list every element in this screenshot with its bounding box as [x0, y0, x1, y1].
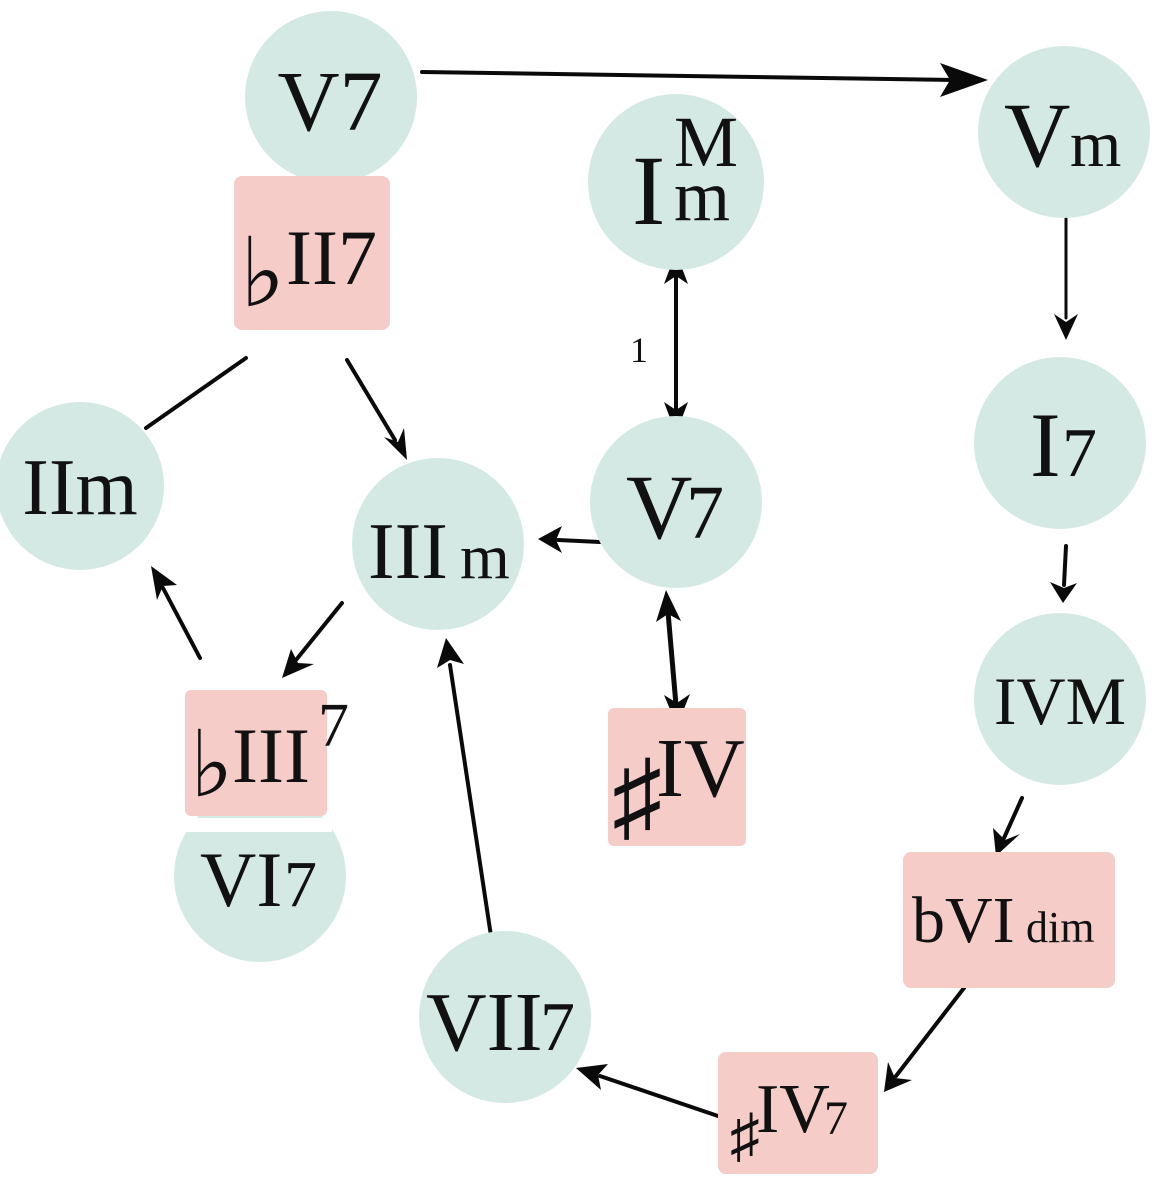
- node-vi7[interactable]: VI 7: [174, 790, 346, 962]
- node-vi7-suffix: 7: [284, 848, 317, 921]
- node-flat-iii7-accidental: ♭: [190, 714, 233, 816]
- node-vii7[interactable]: VII 7: [419, 931, 591, 1103]
- node-vii7-main: VII: [426, 976, 543, 1069]
- edge-v7-to-vm: [420, 63, 988, 97]
- node-vm-suffix: m: [1070, 108, 1121, 181]
- node-v7-mid-suffix: 7: [686, 471, 724, 555]
- edge-biii7-to-iim: [151, 566, 202, 660]
- node-v7-top[interactable]: V7: [245, 11, 417, 183]
- edge-i7-to-ivm: [1050, 544, 1077, 603]
- node-i-sup: M: [674, 102, 738, 182]
- node-sharp-iv7-accidental: ♯: [730, 1103, 760, 1169]
- node-iiim-main: III: [368, 508, 448, 596]
- node-sharp-iv[interactable]: ♯ IV: [608, 708, 746, 852]
- node-iiim-suffix: m: [460, 521, 510, 592]
- node-i7[interactable]: I 7: [974, 357, 1146, 529]
- edge-i-v7-double: [664, 252, 688, 434]
- node-bvi-dim-main: bVI: [912, 884, 1015, 957]
- node-i-main: I: [632, 135, 665, 246]
- node-flat-ii7[interactable]: ♭ II7: [234, 176, 390, 330]
- edge-v7-to-iiim: [538, 526, 602, 553]
- node-i7-suffix: 7: [1062, 415, 1097, 492]
- edge-iiim-to-biii7: [282, 601, 344, 678]
- node-v7-top-label: V7: [277, 53, 382, 149]
- node-ivm-label: IVM: [994, 663, 1126, 739]
- edge-sharpiv7-to-vii7: [576, 1064, 720, 1118]
- node-flat-iii7[interactable]: ♭ III 7: [180, 690, 349, 832]
- edge-ivm-to-bvidim: [993, 796, 1024, 856]
- node-sharp-iv-accidental: ♯: [612, 741, 662, 852]
- node-sharp-iv7[interactable]: ♯ IV 7: [718, 1052, 878, 1174]
- divider-strip: [180, 818, 332, 832]
- node-iim[interactable]: IIm: [0, 402, 164, 570]
- node-ivm[interactable]: IVM: [974, 613, 1146, 785]
- node-sharp-iv7-main: IV: [756, 1071, 830, 1148]
- node-flat-ii7-accidental: ♭: [240, 220, 285, 327]
- edge-bvidim-to-sharpiv7: [884, 986, 966, 1092]
- node-sharp-iv7-sub: 7: [824, 1092, 848, 1145]
- node-flat-iii7-main: III: [232, 712, 310, 799]
- edge-v7-sharpiv-double: [656, 590, 690, 726]
- edge-vm-to-i7: [1054, 206, 1078, 340]
- edges: [144, 63, 1078, 1118]
- node-i7-main: I: [1030, 394, 1061, 496]
- node-flat-iii7-sup: 7: [318, 692, 349, 760]
- node-iiim[interactable]: III m: [352, 458, 524, 630]
- node-i-sub: m: [674, 156, 730, 236]
- node-i-major-minor[interactable]: I M m: [588, 94, 764, 270]
- node-iim-label: IIm: [22, 444, 138, 532]
- node-vi7-main: VI: [200, 836, 282, 923]
- node-bvi-dim-sub: dim: [1026, 903, 1094, 952]
- node-bvi-dim[interactable]: bVI dim: [903, 852, 1115, 988]
- node-flat-ii7-label: II7: [286, 214, 377, 301]
- edge-iim-to-bii7: [144, 356, 248, 430]
- node-v7-mid-main: V: [626, 456, 692, 558]
- node-v7-mid[interactable]: V 7: [590, 416, 762, 588]
- edge-bii7-to-iiim: [345, 358, 407, 460]
- edge-label-1: 1: [630, 330, 648, 370]
- node-sharp-iv-main: IV: [656, 722, 745, 815]
- node-vm-main: V: [1004, 84, 1070, 186]
- node-vm[interactable]: V m: [978, 46, 1150, 218]
- edge-vii7-to-iiim: [437, 638, 493, 938]
- node-vii7-suffix: 7: [540, 989, 575, 1066]
